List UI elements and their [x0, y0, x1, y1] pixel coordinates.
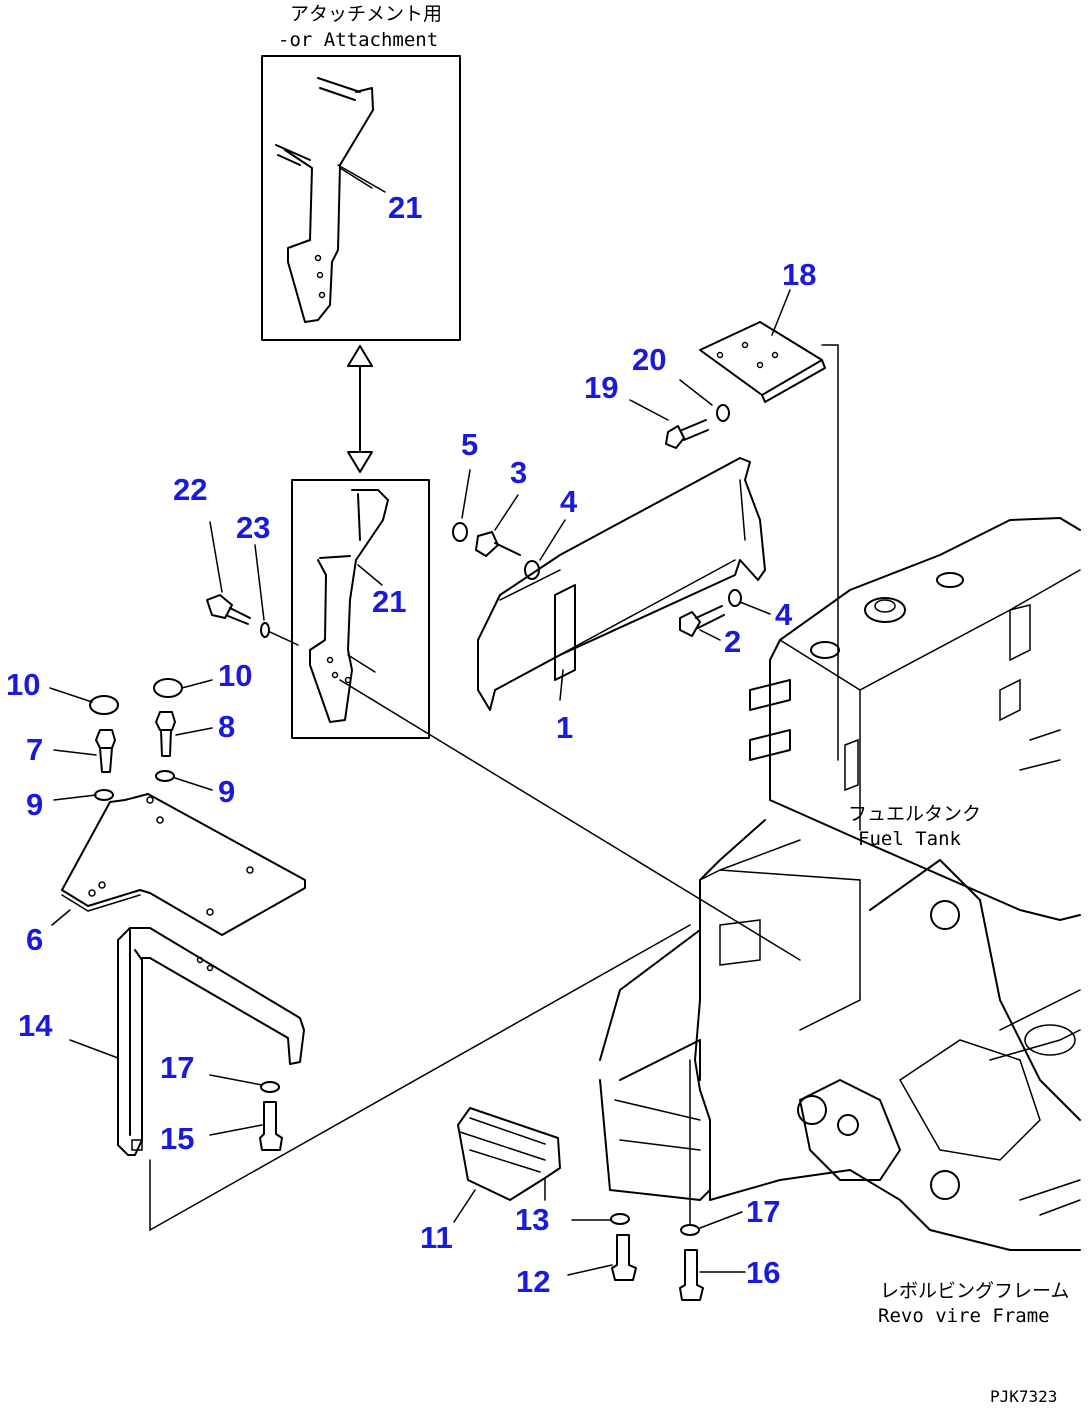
frame-caption-en: Revo vire Frame — [878, 1305, 1050, 1327]
part-number-11: 11 — [420, 1220, 453, 1255]
fuel-tank-caption-jp: フュエルタンク — [848, 803, 981, 825]
step-11 — [457, 1107, 561, 1201]
part-number-10-right: 10 — [218, 658, 252, 693]
part-number-8: 8 — [218, 709, 235, 744]
washer-5 — [452, 522, 468, 542]
cover-1 — [477, 457, 766, 711]
fuel-tank — [749, 517, 1081, 921]
part-number-4-upper: 4 — [560, 484, 578, 519]
part-number-20: 20 — [632, 342, 666, 377]
part-number-21-upper: 21 — [388, 190, 422, 225]
part-number-13: 13 — [515, 1202, 549, 1237]
part-number-2: 2 — [724, 624, 741, 659]
part-number-17-right: 17 — [746, 1194, 780, 1229]
part-number-6: 6 — [26, 922, 43, 957]
part-number-18: 18 — [782, 257, 816, 292]
washer-20 — [716, 404, 730, 422]
bracket-14 — [117, 927, 305, 1156]
washer-17-right — [680, 1224, 700, 1236]
washer-23 — [260, 622, 270, 638]
bracket-21-lower — [309, 489, 389, 723]
part-number-16: 16 — [746, 1255, 780, 1290]
part-number-9-left: 9 — [26, 787, 43, 822]
part-number-9-right: 9 — [218, 774, 235, 809]
double-arrow — [347, 345, 373, 473]
washer-17-left — [260, 1081, 280, 1093]
bolt-12 — [611, 1234, 637, 1281]
cap-10-left — [89, 695, 119, 715]
part-number-4-lower: 4 — [775, 597, 793, 632]
bolt-3 — [475, 531, 521, 557]
attachment-caption-en: -or Attachment — [278, 29, 438, 51]
bolt-15 — [259, 1101, 283, 1151]
bolt-8 — [155, 711, 176, 757]
frame-caption-jp: レボルビングフレーム — [880, 1280, 1069, 1302]
part-number-12: 12 — [516, 1264, 550, 1299]
plate-18 — [699, 321, 826, 403]
attachment-caption-jp: アタッチメント用 — [290, 3, 442, 25]
part-number-14: 14 — [18, 1008, 53, 1043]
part-number-23: 23 — [236, 510, 270, 545]
standard-inset-box — [291, 479, 430, 739]
revolving-frame — [599, 819, 1081, 1251]
bolt-22 — [206, 594, 251, 625]
fuel-tank-caption-en: Fuel Tank — [858, 828, 962, 850]
part-number-7: 7 — [26, 732, 43, 767]
washer-4-lower — [728, 589, 742, 607]
bolt-7 — [95, 729, 116, 773]
leader-lines — [49, 164, 791, 1276]
part-number-3: 3 — [510, 455, 527, 490]
attachment-inset-box — [261, 55, 461, 341]
part-number-22: 22 — [173, 472, 207, 507]
part-number-5: 5 — [461, 427, 478, 462]
part-number-10-left: 10 — [6, 667, 40, 702]
washer-9-right — [155, 770, 175, 782]
part-number-17-left: 17 — [160, 1050, 194, 1085]
washer-9-left — [94, 789, 114, 801]
part-number-21-lower: 21 — [372, 584, 406, 619]
drawing-code: PJK7323 — [990, 1387, 1057, 1406]
attachment-bracket-21-upper — [275, 77, 374, 323]
cap-10-right — [153, 678, 183, 698]
part-number-19: 19 — [584, 370, 618, 405]
plate-6 — [61, 793, 306, 936]
part-number-15: 15 — [160, 1121, 194, 1156]
part-number-1: 1 — [556, 710, 573, 745]
bolt-2 — [679, 605, 725, 637]
bolt-16 — [679, 1249, 704, 1301]
washer-4-upper — [524, 560, 540, 580]
washer-13 — [610, 1213, 630, 1225]
bolt-19 — [665, 419, 709, 449]
